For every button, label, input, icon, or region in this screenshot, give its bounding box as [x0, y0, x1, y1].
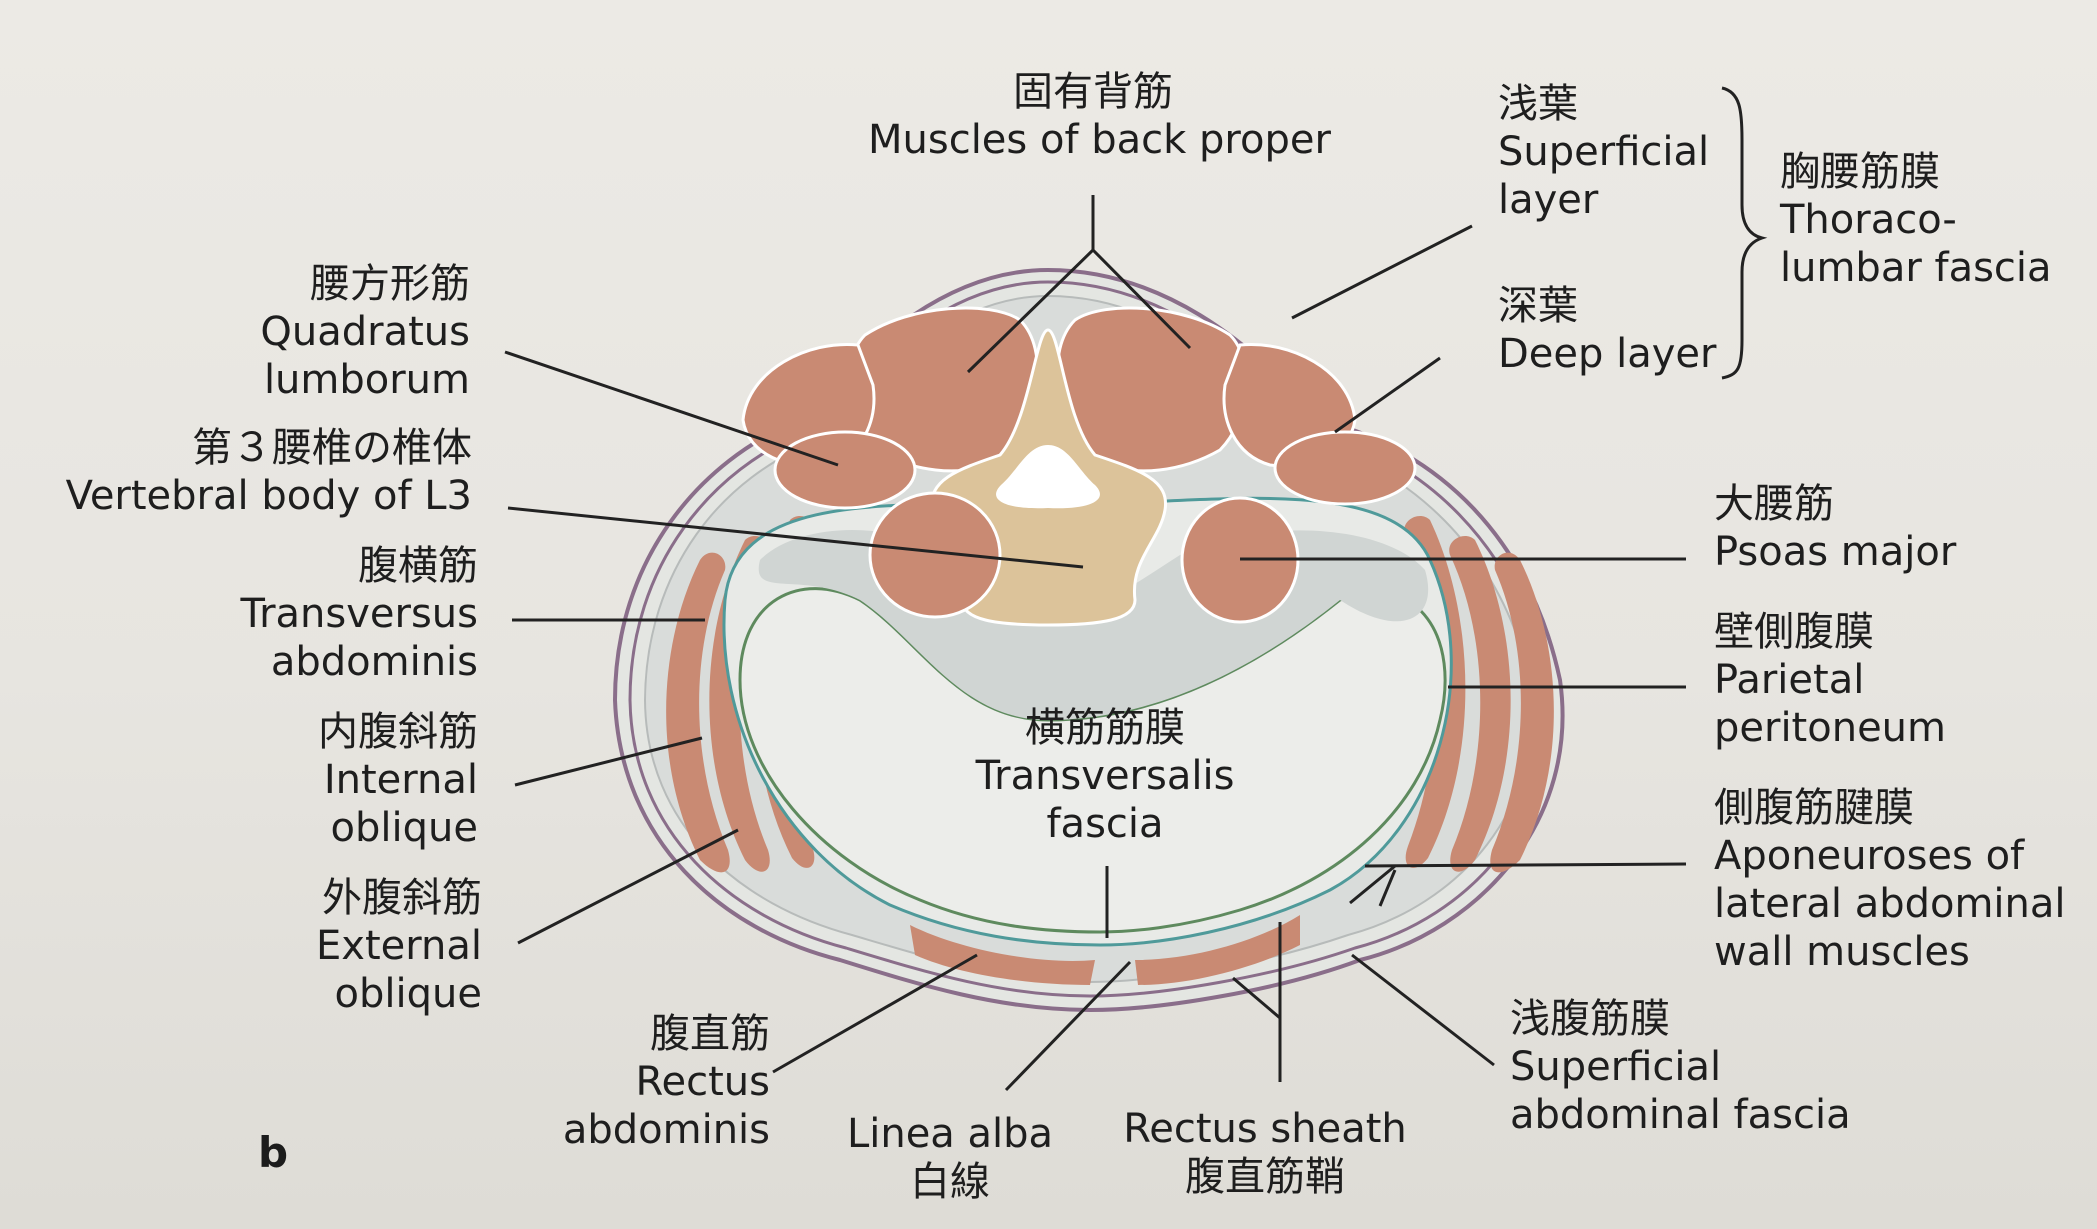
- leader-external-oblique: [517, 828, 739, 945]
- leader-deep-layer: [1334, 356, 1441, 434]
- label-transversalis-fascia: 横筋筋膜 Transversalis fascia: [975, 705, 1235, 847]
- label-thoracolumbar-fascia: 胸腰筋膜 Thoraco- lumbar fascia: [1780, 149, 2052, 291]
- panel-letter: b: [258, 1128, 289, 1177]
- label-superficial-layer: 浅葉 Superficial layer: [1498, 81, 1710, 223]
- transversus-right: [1404, 515, 1466, 868]
- thoracolumbar-brace: [1721, 86, 1768, 380]
- psoas-major-left: [868, 491, 1002, 619]
- label-deep-layer: 深葉 Deep layer: [1498, 283, 1717, 377]
- internal-oblique-right: [1449, 535, 1511, 872]
- label-psoas-major: 大腰筋 Psoas major: [1714, 481, 1957, 575]
- leader-lines: [504, 195, 1687, 1092]
- label-back-muscles: 固有背筋 Muscles of back proper: [868, 69, 1331, 163]
- label-rectus-abdominis: 腹直筋 Rectus abdominis: [562, 1011, 770, 1153]
- external-oblique-left: [666, 552, 730, 873]
- label-vertebral-body: 第３腰椎の椎体 Vertebral body of L3: [65, 425, 472, 519]
- label-external-oblique: 外腹斜筋 External oblique: [316, 875, 482, 1017]
- external-oblique-right: [1490, 552, 1554, 873]
- leader-quadratus: [504, 350, 839, 467]
- label-transversus-abdominis: 腹横筋 Transversus abdominis: [240, 543, 478, 685]
- leader-linea-alba: [1004, 960, 1132, 1092]
- label-superficial-abdominal-fascia: 浅腹筋膜 Superficial abdominal fascia: [1510, 996, 1851, 1138]
- leader-aponeuroses-3: [1378, 869, 1397, 907]
- quadratus-lumborum-right: [1273, 430, 1417, 506]
- quadratus-lumborum-left: [773, 430, 917, 510]
- vertebral-canal: [996, 445, 1100, 509]
- leader-aponeuroses: [1364, 862, 1687, 868]
- label-rectus-sheath: Rectus sheath 腹直筋鞘: [1123, 1106, 1407, 1200]
- leader-rectus-sheath-2: [1232, 976, 1281, 1020]
- leader-superficial-layer: [1291, 224, 1473, 320]
- leader-superficial-fascia: [1351, 953, 1495, 1067]
- leader-internal-oblique: [514, 736, 703, 787]
- label-internal-oblique: 内腹斜筋 Internal oblique: [318, 709, 478, 851]
- rectus-abdominis-left: [910, 925, 1095, 985]
- label-linea-alba: Linea alba 白線: [846, 1111, 1054, 1205]
- label-parietal-peritoneum: 壁側腹膜 Parietal peritoneum: [1714, 609, 1946, 751]
- label-aponeuroses: 側腹筋腱膜 Aponeuroses of lateral abdominal w…: [1714, 785, 2066, 975]
- leader-aponeuroses-2: [1349, 864, 1396, 905]
- rectus-abdominis-right: [1135, 915, 1300, 985]
- leader-rectus: [772, 953, 978, 1074]
- label-quadratus-lumborum: 腰方形筋 Quadratus lumborum: [260, 261, 470, 403]
- leader-vertebral: [507, 506, 1084, 569]
- leader-back-muscles-2: [1091, 248, 1192, 350]
